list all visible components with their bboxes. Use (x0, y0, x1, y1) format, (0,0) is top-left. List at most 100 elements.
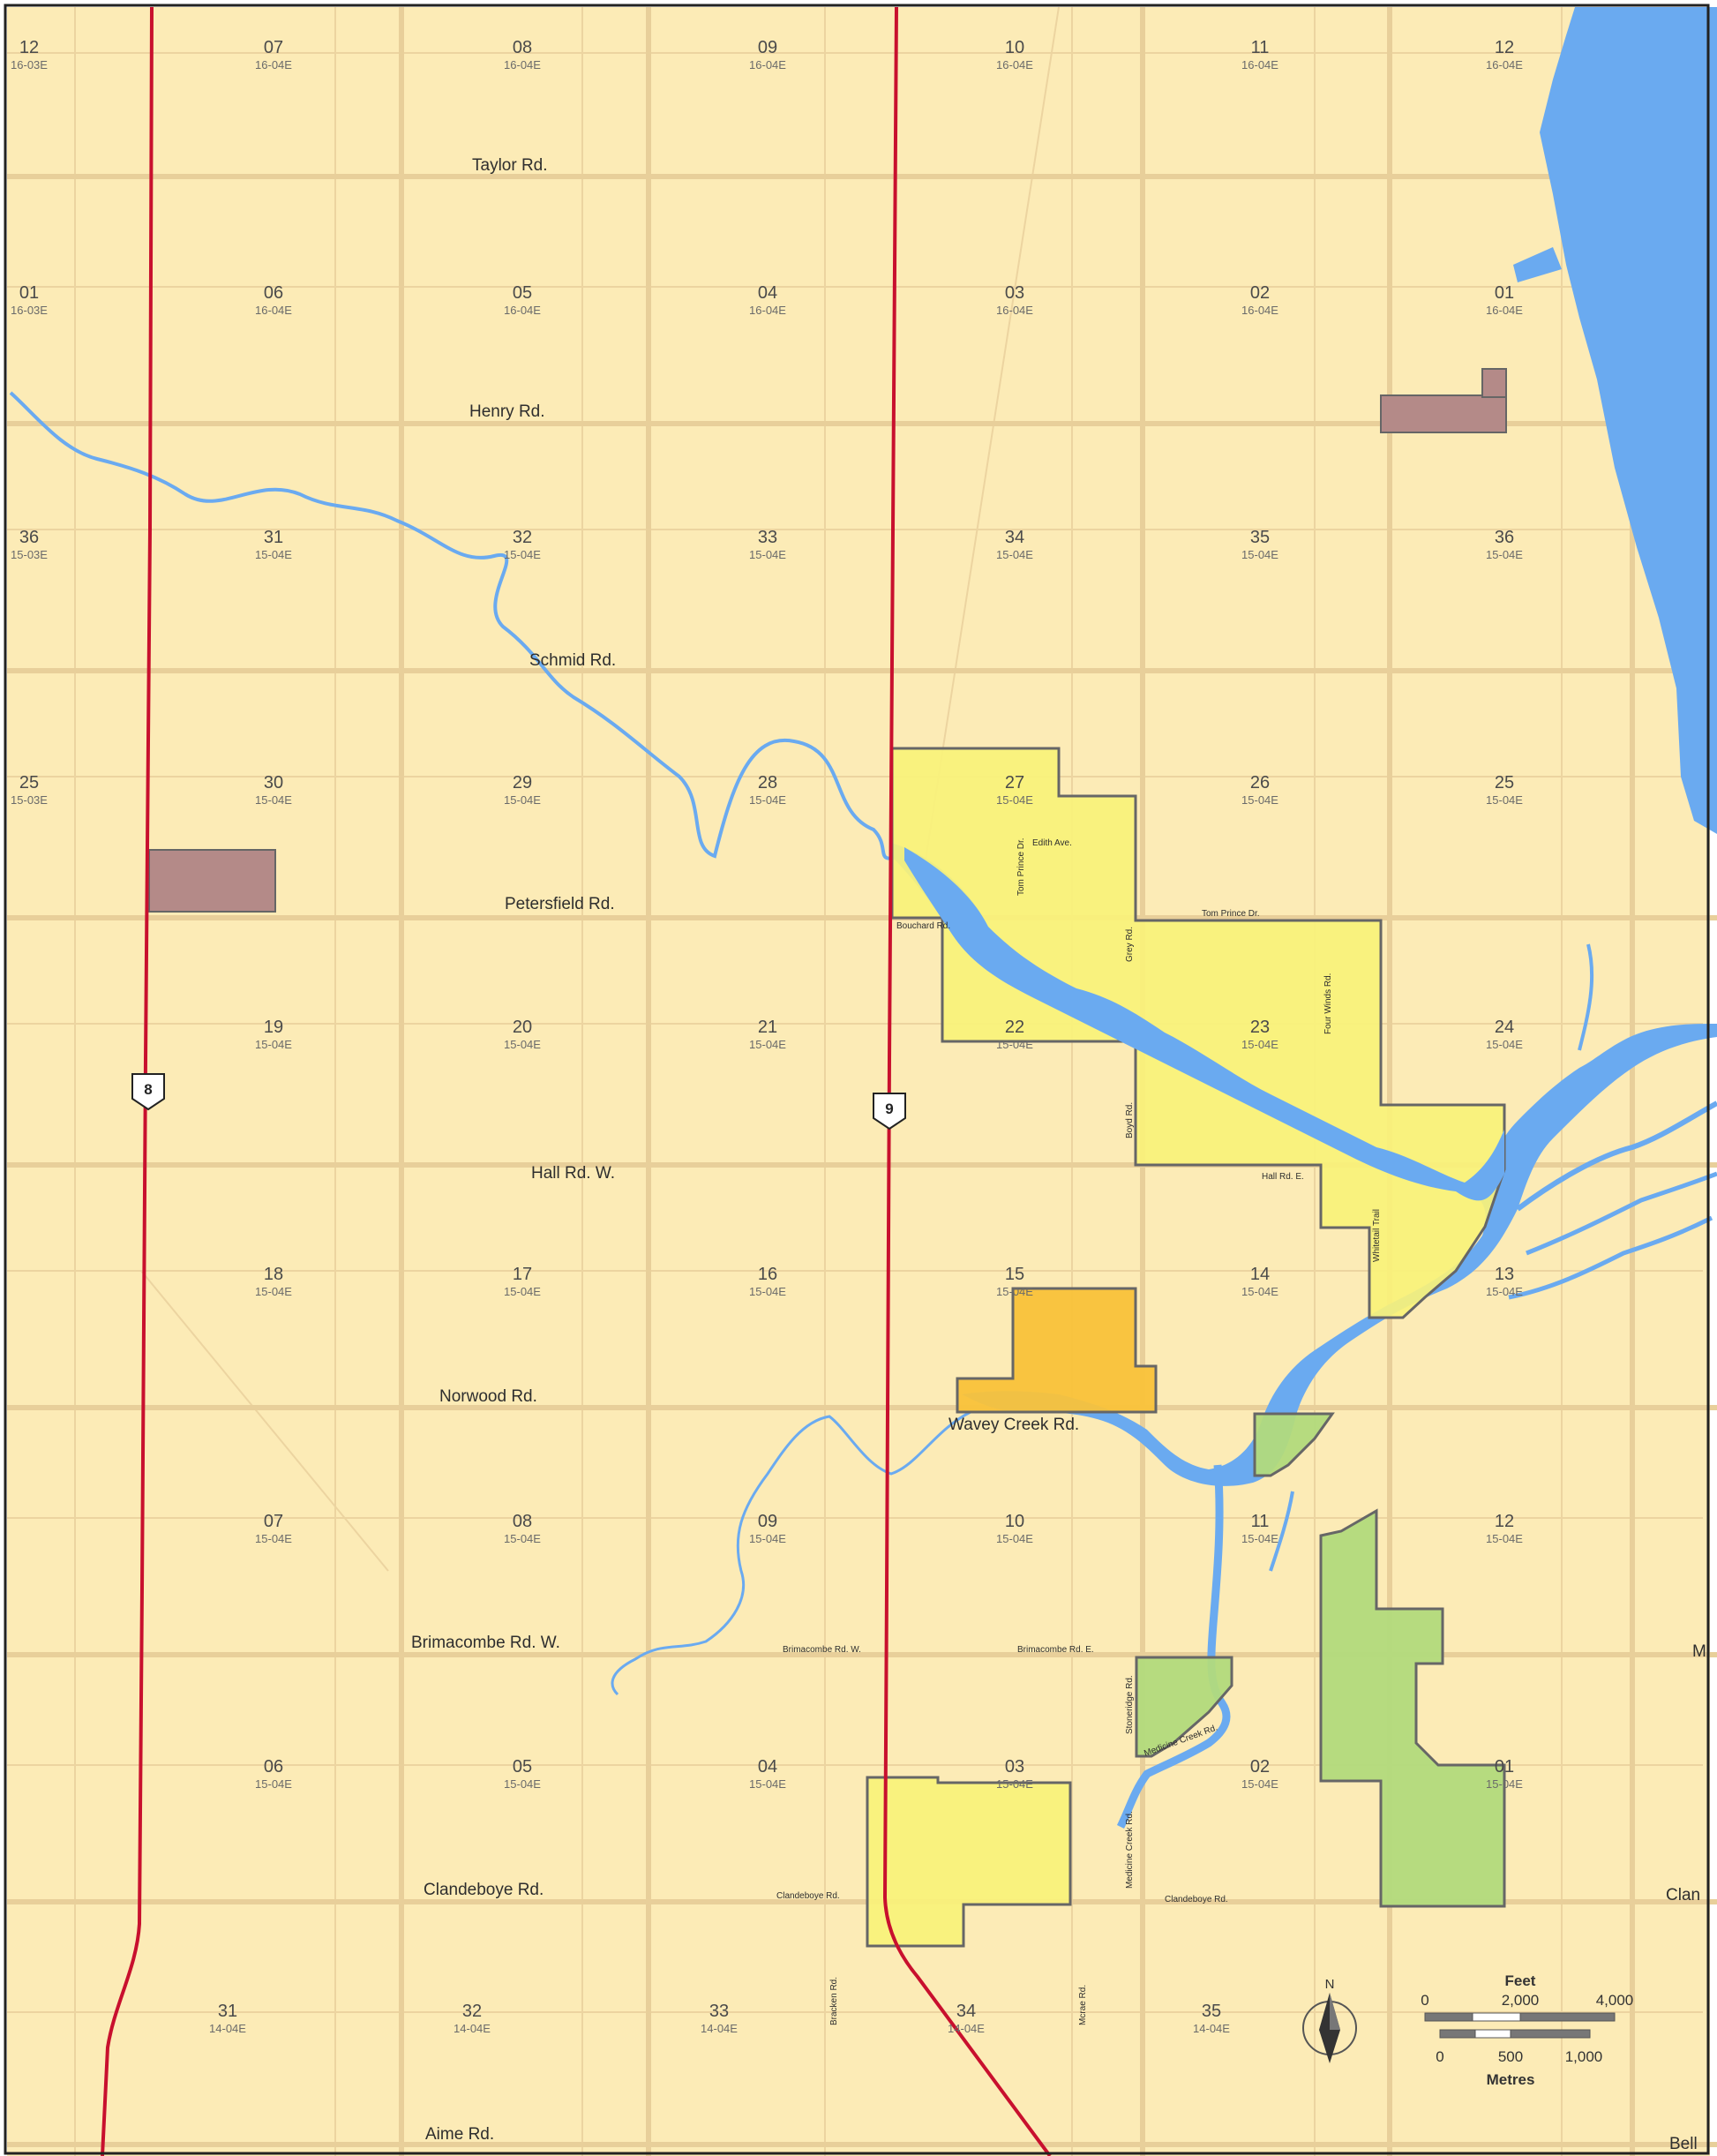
section-township: 15-04E (1486, 1777, 1523, 1791)
scale-metres-tick-label: 0 (1436, 2048, 1443, 2065)
section-number: 07 (264, 38, 283, 57)
scale-metres-unit: Metres (1487, 2071, 1535, 2088)
section-number: 18 (264, 1265, 283, 1284)
section-township: 14-04E (1193, 2022, 1230, 2035)
highway-8-shield[interactable]: 8 (131, 1073, 165, 1111)
section-number: 32 (513, 528, 532, 547)
zone-green-east[interactable] (1319, 1508, 1506, 1908)
zone-maroon-northeast[interactable] (1380, 394, 1507, 433)
section-number: 25 (1495, 773, 1514, 793)
section-township: 16-04E (504, 58, 541, 71)
zone-green-stoneridge[interactable] (1135, 1656, 1233, 1758)
section-number: 01 (1495, 1757, 1514, 1777)
section-number: 09 (758, 38, 777, 57)
section-number: 04 (758, 1757, 777, 1777)
section-number: 26 (1250, 773, 1270, 793)
south-creek-water (1116, 1464, 1231, 1829)
section-township: 15-04E (996, 793, 1033, 807)
marsh-channel-3 (1508, 1215, 1713, 1300)
small-road-label: Boyd Rd. (1125, 1102, 1135, 1138)
section-township: 15-04E (996, 1777, 1033, 1791)
section-number: 27 (1005, 773, 1024, 793)
highway-9-shield[interactable]: 9 (873, 1093, 906, 1131)
north-arrow[interactable]: N (1302, 1977, 1357, 2063)
section-number: 12 (1495, 38, 1514, 57)
road-label: Aime Rd. (425, 2125, 494, 2144)
section-number: 08 (513, 1512, 532, 1531)
section-number: 08 (513, 38, 532, 57)
section-number: 10 (1005, 38, 1024, 57)
road-label: Hall Rd. W. (531, 1164, 615, 1183)
section-township: 16-04E (255, 304, 292, 317)
edge-label: Clan (1666, 1886, 1700, 1904)
scale-metres-tick-label: 500 (1498, 2048, 1523, 2065)
road-label: Henry Rd. (469, 402, 545, 421)
scale-metres-seg (1474, 2029, 1511, 2039)
section-township: 16-04E (1241, 304, 1278, 317)
small-road-label: Stoneridge Rd. (1125, 1675, 1135, 1734)
section-number: 36 (19, 528, 39, 547)
section-township: 15-04E (504, 1777, 541, 1791)
scale-feet-tick-label: 2,000 (1502, 1992, 1540, 2009)
zone-maroon-northeast-tab[interactable] (1481, 368, 1507, 398)
section-township: 16-04E (1486, 58, 1523, 71)
section-township: 16-04E (749, 304, 786, 317)
marsh-channel-2 (1526, 1171, 1717, 1256)
section-township: 15-04E (1486, 1532, 1523, 1545)
scale-metres-tick-label: 1,000 (1565, 2048, 1603, 2065)
zone-yellow-north[interactable] (890, 747, 1506, 1319)
section-township: 16-04E (749, 58, 786, 71)
section-number: 10 (1005, 1512, 1024, 1531)
shield-9-number: 9 (885, 1101, 893, 1117)
scale-metres-seg (1439, 2029, 1476, 2039)
section-township: 15-04E (1486, 793, 1523, 807)
scale-feet-seg (1424, 2012, 1473, 2022)
section-township: 16-04E (1241, 58, 1278, 71)
section-number: 05 (513, 283, 532, 303)
section-township: 15-04E (996, 1038, 1033, 1051)
section-township: 16-04E (996, 304, 1033, 317)
section-number: 31 (264, 528, 283, 547)
road-label: Brimacombe Rd. W. (411, 1634, 560, 1652)
zone-yellow-south[interactable] (866, 1776, 1072, 1948)
small-road-label: Clandeboye Rd. (1165, 1895, 1228, 1904)
section-township: 15-04E (1486, 548, 1523, 561)
map-border (4, 4, 1710, 2155)
section-township: 16-03E (11, 304, 48, 317)
section-township: 15-04E (1486, 1038, 1523, 1051)
section-township: 15-04E (504, 1532, 541, 1545)
lake-shore-islands (1513, 247, 1562, 282)
road-label: Petersfield Rd. (505, 895, 615, 913)
zone-green-small[interactable] (1253, 1412, 1335, 1477)
small-road-label: Bracken Rd. (829, 1977, 839, 2025)
shield-8-number: 8 (144, 1081, 152, 1098)
section-township: 15-04E (749, 1777, 786, 1791)
small-road-label: Brimacombe Rd. W. (783, 1645, 861, 1655)
section-township: 15-04E (749, 793, 786, 807)
section-number: 03 (1005, 1757, 1024, 1777)
zone-orange-central[interactable] (956, 1287, 1158, 1414)
scale-feet-unit: Feet (1505, 1972, 1536, 1989)
section-township: 15-04E (504, 1038, 541, 1051)
small-road-label: Tom Prince Dr. (1016, 838, 1026, 896)
section-township: 15-04E (1241, 548, 1278, 561)
section-number: 13 (1495, 1265, 1514, 1284)
zone-maroon-west[interactable] (148, 849, 276, 913)
section-number: 25 (19, 773, 39, 793)
small-road-label: Tom Prince Dr. (1202, 909, 1260, 919)
section-number: 07 (264, 1512, 283, 1531)
section-township: 15-04E (1486, 1285, 1523, 1298)
section-number: 22 (1005, 1018, 1024, 1037)
small-road-label: Whitetail Trail (1372, 1209, 1382, 1262)
section-number: 02 (1250, 1757, 1270, 1777)
scale-bar: Feet 0 2,000 4,000 0 500 1,000 Metres (1421, 1972, 1633, 2088)
section-township: 15-04E (1241, 1038, 1278, 1051)
section-township: 15-04E (749, 1285, 786, 1298)
edge-label: Bell (1669, 2135, 1698, 2153)
section-township: 15-04E (996, 548, 1033, 561)
section-township: 15-04E (1241, 1532, 1278, 1545)
section-number: 15 (1005, 1265, 1024, 1284)
section-number: 12 (19, 38, 39, 57)
